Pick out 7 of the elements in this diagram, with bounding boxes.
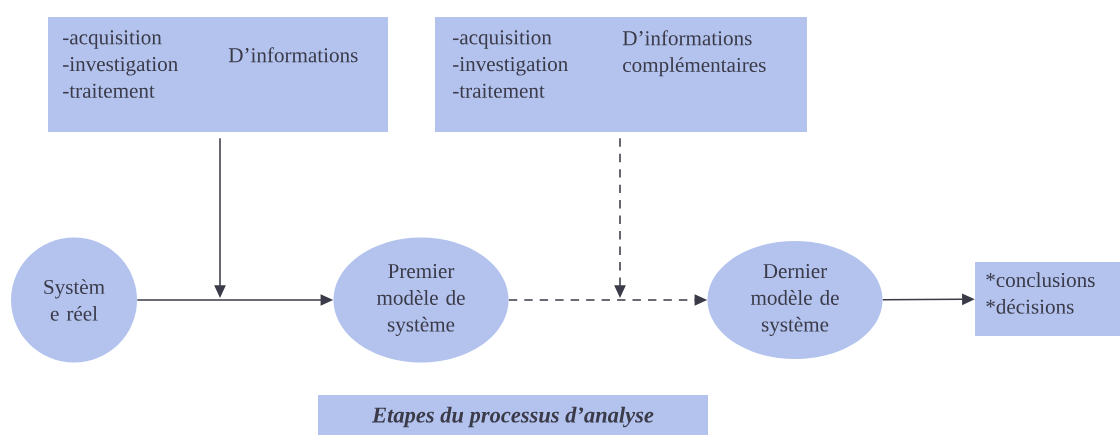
title-box: Etapes du processus d’analyse [318, 395, 708, 435]
info-box: -acquisition -investigation -traitement D’informations complémentaires [435, 17, 807, 132]
ellipse-node: Premier modèle de système [333, 237, 509, 363]
ellipse-node: Dernier modèle de système [707, 241, 883, 359]
info-box: -acquisition -investigation -traitement D’informations [48, 17, 388, 132]
circle-node: Systèm e réel [11, 237, 137, 363]
info-box: *conclusions *décisions [975, 262, 1120, 336]
